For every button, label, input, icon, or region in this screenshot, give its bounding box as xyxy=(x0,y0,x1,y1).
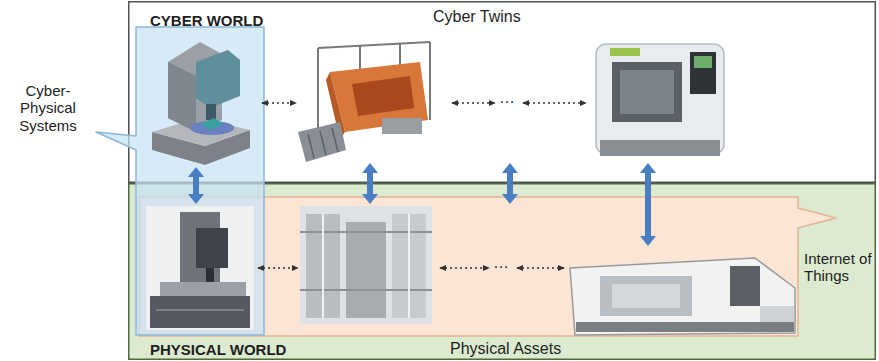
cad-milling-machine xyxy=(200,118,224,130)
production-cell-photo xyxy=(300,231,432,233)
production-cell-photo xyxy=(346,222,386,318)
cad-lathe xyxy=(596,44,724,156)
milling-machine-photo xyxy=(156,309,244,311)
band-subtitle: Physical Assets xyxy=(450,340,561,358)
ellipsis-mark: … xyxy=(493,254,509,272)
cad-production-cell xyxy=(308,134,314,158)
cad-lathe xyxy=(600,140,720,156)
lathe-photo xyxy=(730,266,760,306)
callout-column: Cyber-Physical Systems xyxy=(0,26,266,338)
world-band-outline xyxy=(128,183,876,360)
cad-production-cell xyxy=(399,44,401,66)
lathe-photo xyxy=(600,276,692,316)
callout-column-outline xyxy=(0,26,266,338)
cad-lathe xyxy=(612,62,682,122)
cad-lathe xyxy=(690,52,716,94)
milling-machine-photo xyxy=(146,206,254,330)
callout-label-slot: Cyber-Physical Systems xyxy=(2,82,94,134)
production-cell-photo xyxy=(300,206,432,324)
ellipsis-mark-slot: … xyxy=(493,254,509,272)
lathe-photo xyxy=(570,258,795,335)
dotted-link xyxy=(452,102,495,104)
callout-label: Cyber-Physical Systems xyxy=(2,82,94,134)
band-title: PHYSICAL WORLD xyxy=(150,341,286,358)
cad-lathe xyxy=(694,56,712,68)
cad-lathe xyxy=(596,44,724,154)
production-cell-photo xyxy=(306,214,340,318)
band-title: CYBER WORLD xyxy=(150,12,263,29)
cad-production-cell xyxy=(332,128,338,152)
band-subtitle-slot: Cyber Twins xyxy=(433,8,563,26)
lathe-photo xyxy=(576,322,794,332)
cad-production-cell xyxy=(320,131,326,155)
cad-production-cell xyxy=(359,46,361,72)
callout-label-slot: Internet of Things xyxy=(804,250,872,285)
production-cell-photo xyxy=(322,214,324,318)
callout-column-outline xyxy=(96,27,264,335)
milling-machine-photo xyxy=(206,268,214,282)
milling-machine-photo xyxy=(196,228,228,268)
ellipsis-mark: … xyxy=(499,89,515,107)
callout-label: Internet of Things xyxy=(804,250,872,285)
world-band: PHYSICAL WORLD Physical Assets Internet of… xyxy=(128,183,876,360)
band-title-slot: PHYSICAL WORLD xyxy=(150,341,330,359)
production-cell-photo xyxy=(300,206,432,324)
cad-milling-machine xyxy=(206,104,216,120)
band-subtitle: Cyber Twins xyxy=(433,8,521,26)
cad-production-cell xyxy=(317,48,319,130)
lathe-photo xyxy=(612,284,680,308)
cad-production-cell xyxy=(429,42,431,120)
cad-lathe xyxy=(610,48,640,56)
milling-machine-photo xyxy=(160,282,246,296)
ellipsis-mark-slot: … xyxy=(499,89,515,107)
cad-production-cell xyxy=(352,76,414,116)
milling-machine-photo xyxy=(146,206,254,330)
production-cell-photo xyxy=(408,214,410,318)
band-subtitle-slot: Physical Assets xyxy=(450,340,574,358)
production-cell-photo xyxy=(392,214,426,318)
cad-production-cell xyxy=(382,118,422,134)
milling-machine-photo xyxy=(150,296,250,328)
callout-region-outline xyxy=(139,197,836,336)
production-cell-photo xyxy=(300,289,432,291)
band-title-slot: CYBER WORLD xyxy=(150,12,320,30)
cad-lathe xyxy=(620,70,674,114)
lathe-photo xyxy=(570,258,795,335)
